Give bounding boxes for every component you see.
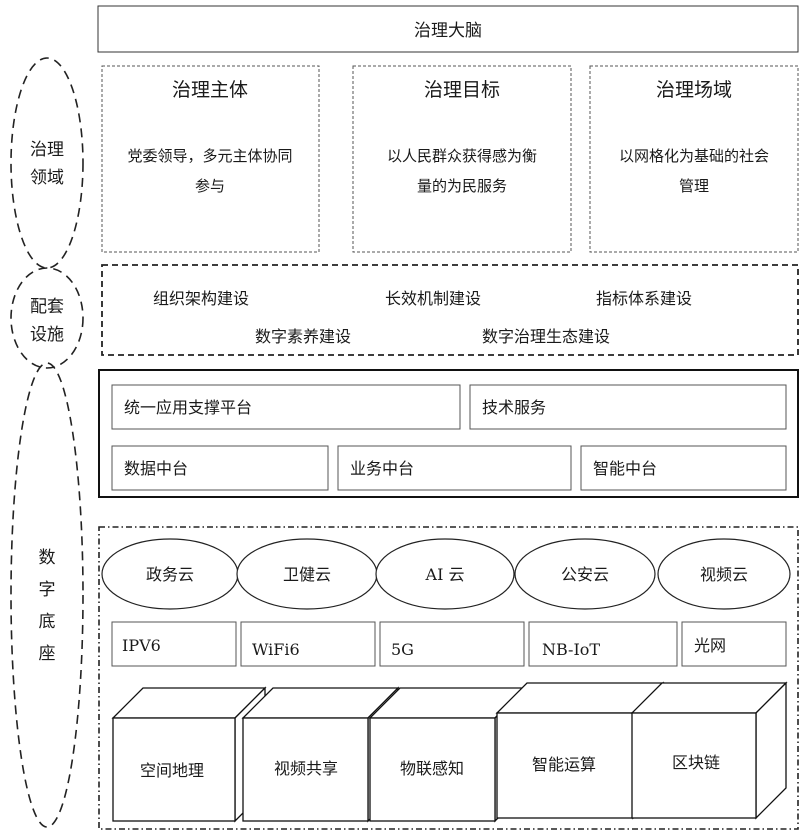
smart-middle-platform-box — [580, 445, 787, 491]
support-facilities-box — [101, 264, 799, 356]
cloud-label-gov: 政务云 — [146, 565, 194, 584]
governance-domain-label-line2: 领域 — [30, 168, 64, 188]
cloud-label-police: 公安云 — [561, 565, 609, 584]
support-facilities-label-line2: 设施 — [30, 325, 64, 345]
cube-label-video: 视频共享 — [274, 759, 338, 778]
digital-base-ellipse — [10, 362, 84, 828]
governance-subject-desc-1: 党委领导，多元主体协同 — [127, 147, 292, 165]
support-facilities-ellipse — [10, 267, 84, 369]
digital-base-label-3: 底 — [39, 612, 56, 632]
network-box-wifi6 — [240, 621, 376, 667]
smart-middle-platform-label: 智能中台 — [593, 459, 657, 478]
support-item-mechanism: 长效机制建设 — [385, 289, 481, 308]
clouds-row: 政务云 卫健云 AI 云 公安云 视频云 — [101, 538, 791, 610]
business-middle-platform-label: 业务中台 — [350, 459, 414, 478]
governance-domain-ellipse — [10, 57, 84, 269]
infrastructure-box — [98, 526, 799, 830]
cloud-label-health: 卫健云 — [283, 565, 331, 584]
cube-label-spatial: 空间地理 — [140, 761, 204, 780]
data-middle-platform-label: 数据中台 — [124, 459, 188, 478]
cloud-ellipse-video — [657, 538, 791, 610]
cloud-ellipse-police — [514, 538, 656, 610]
cloud-label-video: 视频云 — [700, 565, 748, 584]
governance-subject-desc-2: 参与 — [195, 177, 225, 195]
governance-field-desc-1: 以网格化为基础的社会 — [619, 147, 769, 165]
network-box-ipv6 — [111, 621, 237, 667]
network-label-optical: 光网 — [694, 636, 726, 655]
support-item-literacy: 数字素养建设 — [255, 327, 351, 346]
cloud-ellipse-ai — [375, 538, 515, 610]
data-middle-platform-box — [111, 445, 329, 491]
governance-goal-box — [352, 65, 572, 253]
networks-row: IPV6 WiFi6 5G NB-IoT 光网 — [111, 621, 787, 667]
governance-brain-box — [97, 5, 799, 53]
support-item-org: 组织架构建设 — [153, 289, 249, 308]
digital-base-label-2: 字 — [39, 580, 56, 600]
tech-service-label: 技术服务 — [482, 398, 546, 417]
governance-goal-title: 治理目标 — [424, 79, 500, 101]
support-facilities-label-line1: 配套 — [30, 297, 64, 317]
governance-subject-title: 治理主体 — [172, 79, 248, 101]
network-label-nbiot: NB-IoT — [542, 640, 600, 659]
app-support-platform-label: 统一应用支撑平台 — [124, 398, 252, 417]
network-label-wifi6: WiFi6 — [252, 640, 300, 659]
network-label-5g: 5G — [391, 640, 414, 659]
governance-field-desc-2: 管理 — [679, 177, 709, 195]
digital-base-label-1: 数 — [39, 548, 56, 568]
governance-goal-desc-1: 以人民群众获得感为衡 — [387, 147, 537, 165]
governance-field-title: 治理场域 — [656, 79, 732, 101]
network-box-5g — [379, 621, 525, 667]
network-label-ipv6: IPV6 — [122, 636, 161, 655]
network-box-optical — [681, 621, 787, 667]
governance-goal-desc-2: 量的为民服务 — [417, 177, 507, 195]
digital-base-label-4: 座 — [39, 644, 56, 664]
platform-box — [98, 369, 799, 498]
cloud-label-ai: AI 云 — [425, 565, 465, 584]
cube-label-blockchain: 区块链 — [672, 753, 720, 772]
governance-brain-label: 治理大脑 — [414, 21, 482, 41]
governance-subject-box — [101, 65, 320, 253]
governance-field-box — [589, 65, 799, 253]
cube-label-iot: 物联感知 — [400, 759, 464, 778]
network-box-nbiot — [528, 621, 678, 667]
support-item-indicator: 指标体系建设 — [596, 289, 692, 308]
support-item-ecosystem: 数字治理生态建设 — [482, 327, 610, 346]
cube-blockchain: 区块链 — [630, 681, 788, 820]
cube-label-computing: 智能运算 — [532, 755, 596, 774]
app-support-platform-box — [111, 384, 461, 430]
tech-service-box — [469, 384, 787, 430]
governance-domain-label-line1: 治理 — [30, 140, 64, 160]
business-middle-platform-box — [337, 445, 572, 491]
cube-spatial: 空间地理 — [111, 686, 267, 823]
